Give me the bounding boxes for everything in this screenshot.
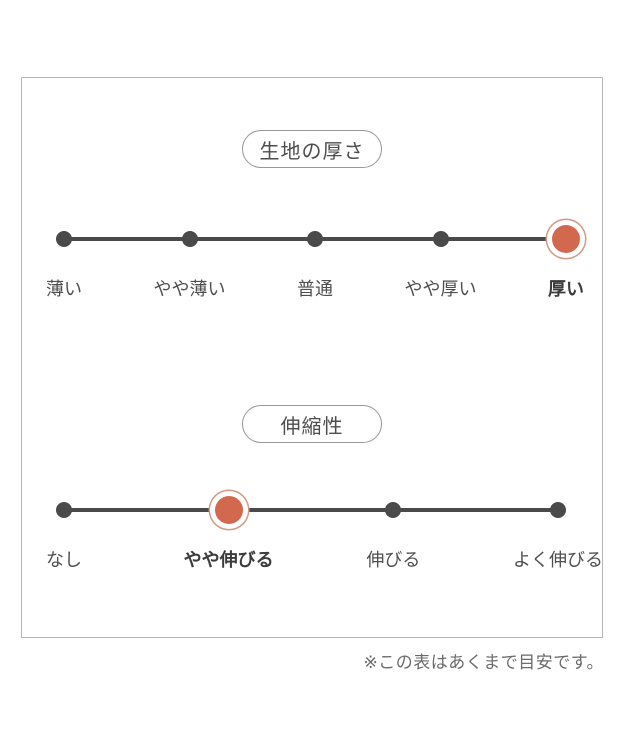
disclaimer-note: ※この表はあくまで目安です。: [363, 653, 604, 673]
scale-label: やや厚い: [404, 279, 477, 300]
scale-dot: [56, 502, 72, 518]
scale-label: なし: [46, 550, 82, 571]
scale-dot: [385, 502, 402, 518]
scale-dot-selected: [214, 496, 243, 524]
scale-track-line: [64, 508, 558, 512]
scale-dot: [56, 231, 72, 247]
fabric-thickness-title-pill: 生地の厚さ: [242, 130, 382, 168]
scale-dot-selected: [552, 225, 580, 253]
scale-dot: [432, 231, 449, 247]
scale-label: 伸びる: [366, 550, 421, 571]
scale-dot: [307, 231, 323, 247]
spec-chart-box: 生地の厚さ 薄い やや薄い 普通 やや厚い 厚い 伸縮性 なし やや伸びる 伸びる よく伸びる: [21, 77, 603, 638]
stretch-title: 伸縮性: [280, 413, 344, 438]
stretch-title-pill: 伸縮性: [242, 405, 382, 443]
scale-label: よく伸びる: [513, 550, 603, 571]
scale-label: 普通: [297, 279, 333, 300]
scale-label: 厚い: [548, 279, 584, 300]
fabric-thickness-title: 生地の厚さ: [259, 138, 365, 163]
scale-label: 薄い: [46, 279, 82, 300]
scale-label: やや伸びる: [183, 550, 274, 571]
scale-dot: [550, 502, 566, 518]
scale-label: やや薄い: [153, 279, 226, 300]
scale-dot: [181, 231, 198, 247]
